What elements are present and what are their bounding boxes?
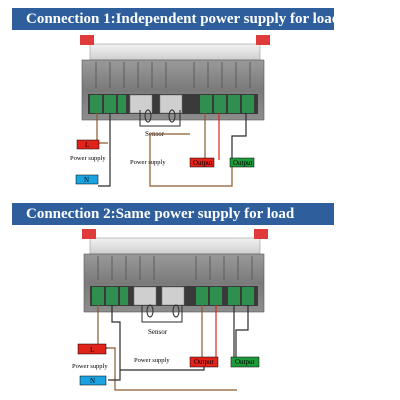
wires-1 [96, 113, 247, 187]
live-tag-1: L [76, 139, 100, 150]
red-clip-left-2 [82, 229, 96, 239]
output-green-2: Output [230, 356, 260, 368]
svg-text:N: N [90, 377, 95, 385]
connection-2-title: Connection 2:Same power supply for load [12, 203, 334, 225]
svg-text:N: N [84, 176, 89, 184]
sensor-label-2: Sensor [148, 328, 168, 336]
svg-text:Output: Output [233, 159, 253, 167]
power-supply-load-label-1: Power supply [130, 159, 166, 166]
output-green-1: Output [229, 157, 255, 168]
output-red-2: Output [189, 356, 219, 368]
red-clip-right-2 [254, 229, 268, 239]
diagram-2: Sensor L Power supply N Power supply Out… [72, 229, 268, 391]
terminal-blocks [90, 95, 254, 113]
svg-text:Output: Output [193, 159, 213, 167]
sensor-2: Sensor [141, 304, 183, 336]
power-supply-load-label-2: Power supply [134, 357, 170, 364]
connection-1-title: Connection 1:Independent power supply fo… [12, 8, 334, 30]
power-supply-left-label-1: Power supply [70, 155, 106, 162]
wires-2 [97, 305, 249, 391]
neutral-tag-2: N [79, 375, 107, 386]
red-clip-right [256, 35, 270, 45]
diagram-1: Sensor L Power supply N Power supply Out… [70, 35, 270, 187]
svg-text:L: L [85, 141, 89, 149]
controller-device [80, 35, 270, 121]
red-clip-left [80, 35, 94, 45]
svg-text:Output: Output [235, 358, 255, 366]
power-supply-left-label-2: Power supply [72, 363, 108, 370]
neutral-tag-1: N [75, 174, 99, 185]
svg-text:Output: Output [194, 358, 214, 366]
svg-text:L: L [90, 346, 94, 354]
controller-device-2 [82, 229, 268, 313]
live-tag-2: L [77, 343, 107, 355]
output-red-1: Output [189, 157, 215, 168]
